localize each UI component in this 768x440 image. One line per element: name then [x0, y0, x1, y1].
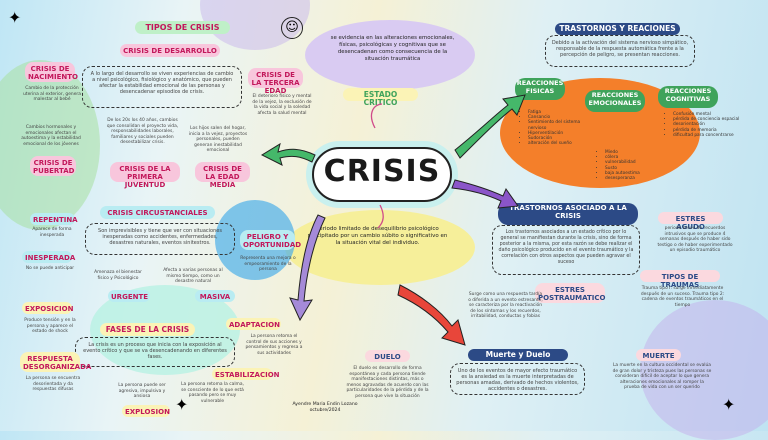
tipos-header: TIPOS DE CRISIS: [135, 21, 230, 34]
duelo-label: DUELO: [365, 350, 410, 362]
exposicion-label: EXPOSICION: [22, 302, 73, 314]
arrow-left-green: [260, 142, 316, 166]
bg-blob-green: [0, 60, 100, 230]
arrow-down-red: [397, 284, 466, 346]
reaction-item: Hiperventilación: [528, 131, 590, 136]
author-credit: Ayendre Maria Endin Lozano octubre/2024: [292, 402, 358, 413]
pubertad-text: Cambios hormonales y emocionales afectan…: [21, 125, 81, 147]
fisicas-label: REACCIONES FISICAS: [515, 78, 565, 100]
reaction-item: Confusión mental: [673, 112, 740, 117]
reaction-item: desorientación: [673, 122, 740, 127]
tercera-edad-label: CRISIS DE LA TERCERA EDAD: [248, 68, 303, 95]
fisicas-list: FatigaCansancioSentimiento del sistema n…: [520, 110, 590, 146]
peligro-label: PELIGRO Y OPORTUNIDAD: [240, 230, 301, 250]
edad-media-text: Los hijos salen del hogar, inicia a la v…: [188, 126, 248, 154]
trastornos-header: TRASTORNOS Y REACIONES: [555, 23, 680, 35]
explosion-text: La persona puede ser agresiva, impulsiva…: [118, 383, 166, 400]
estabilizacion-label: ESTABILIZACION: [212, 368, 280, 380]
estado-label: ESTADO CRITICO: [343, 88, 418, 107]
nacimiento-text: Cambio de la protección uterina al exter…: [23, 86, 81, 103]
reaction-item: cólera: [605, 155, 667, 160]
estabilizacion-text: La persona retoma la calma, se conscient…: [181, 382, 244, 404]
adaptacion-label: ADAPTACION: [226, 318, 281, 330]
repentina-text: Aparece de forma inesperada: [32, 227, 72, 238]
fases-label: FASES DE LA CRISIS: [100, 323, 195, 336]
postraumatico-label: ESTRES POSTRAUMATICO: [535, 283, 605, 303]
muerte-detail-text: La muerte en la cultura occidental se ev…: [612, 363, 712, 391]
desarrollo-label: CRISIS DE DESARROLLO: [120, 44, 220, 57]
crisis-center-shape: [312, 147, 452, 202]
respuesta-text: La persona se encuentra desorientada y d…: [25, 376, 81, 393]
reaction-item: desesperanza: [605, 176, 667, 181]
emocionales-label: REACCIONES EMOCIONALES: [585, 90, 645, 112]
circunstanciales-label: CRISIS CIRCUSTANCIALES: [100, 206, 215, 219]
muerte-text: Uno de los eventos de mayor efecto traum…: [450, 363, 585, 395]
edad-media-label: CRISIS DE LA EDAD MEDIA: [195, 162, 250, 189]
tipos-traumas-text: Trauma tipo I: surge inmediatamente desp…: [640, 286, 725, 308]
reaction-item: dificultad para concentrarse: [673, 133, 740, 138]
pubertad-label: CRISIS DE PUBERTAD: [30, 156, 76, 176]
reaction-item: Miedo: [605, 150, 667, 155]
sparkle-icon: ✦: [8, 8, 22, 27]
adaptacion-text: La persona retoma el control de sus acci…: [245, 334, 303, 356]
juventud-text: De los 20s los 40 años, cambios que cons…: [106, 118, 179, 146]
asociado-text: Los trastornos asociados a un estado crí…: [492, 225, 640, 275]
reaction-item: Sudoración: [528, 136, 590, 141]
urgente-label: URGENTE: [108, 290, 150, 302]
nacimiento-label: CRISIS DE NACIMIENTO: [25, 62, 78, 82]
inesperada-label: INESPERADA: [22, 251, 75, 263]
bg-blob-lavender: [305, 20, 475, 90]
peligro-text: Representa una mejora o empeoramiento de…: [240, 256, 296, 273]
fases-text: La crisis es un proceso que inicia con l…: [75, 337, 235, 367]
duelo-text: El duelo es desarrollo de forma espontán…: [346, 366, 429, 399]
reaction-item: pérdida de memoria: [673, 128, 740, 133]
crisis-title: CRISIS: [323, 154, 441, 189]
reaction-item: Fatiga: [528, 110, 590, 115]
estado-bottom-text: Periodo limitado de desequilibrio psicol…: [307, 226, 448, 246]
masiva-label: MASIVA: [195, 290, 235, 302]
muerte-header: Muerte y Duelo: [468, 349, 568, 361]
explosion-label: EXPLOSION: [122, 405, 170, 417]
asociado-header: TRASTORNOS ASOCIADO A LA CRISIS: [498, 203, 638, 225]
sparkle-icon: ✦: [722, 395, 736, 414]
masiva-text: Afecta a varias personas al mismo tiempo…: [163, 268, 223, 285]
cognitivas-list: Confusión mentalpérdida de conciencia es…: [665, 112, 740, 138]
reaction-item: alteración del sueño: [528, 141, 590, 146]
sparkle-icon: ✦: [175, 395, 189, 414]
cognitivas-label: REACCIONES COGNITIVAS: [658, 86, 718, 108]
exposicion-text: Produce tensión y en la persona y aparec…: [24, 318, 76, 335]
juventud-label: CRISIS DE LA PRIMERA JUVENTUD: [110, 162, 180, 189]
reaction-item: pérdida de conciencia espacial: [673, 117, 740, 122]
inesperada-text: No se puede anticipar: [25, 266, 75, 271]
urgente-text: Amenaza el bienestar físico y Psicológic…: [94, 270, 142, 281]
smiley-icon: ☺: [281, 17, 303, 39]
reaction-item: Susto: [605, 166, 667, 171]
agudo-label: ESTRES AGUDO: [658, 212, 723, 231]
trastornos-text: Debido a la activación del sistema nervi…: [545, 35, 695, 67]
estado-top-text: se evidencia en las alteraciones emocion…: [330, 35, 455, 62]
reaction-item: Cansancio: [528, 115, 590, 120]
repentina-label: REPENTINA: [30, 213, 78, 225]
tipos-traumas-label: TIPOS DE TRAUMAS: [640, 270, 720, 289]
circunstanciales-text: Son imprevisibles y tiene que ver con si…: [85, 223, 235, 255]
reaction-item: vulnerabilidad: [605, 160, 667, 165]
emocionales-list: MiedocóleravulnerabilidadSustobaja autoe…: [597, 150, 667, 181]
bg-blob-purple2: [640, 300, 768, 440]
bg-blob-yellow: [285, 210, 475, 285]
desarrollo-text: A lo largo del desarrollo se viven exper…: [82, 66, 242, 108]
respuesta-label: RESPUESTA DESORGANIZADA: [20, 352, 91, 372]
muerte-label: MUERTE: [636, 349, 681, 361]
tercera-edad-text: El deterioro físico y mental de la vejez…: [252, 94, 312, 116]
arrow-curl-pink: [370, 103, 383, 129]
reaction-item: Sentimiento del sistema nervioso: [528, 120, 590, 130]
postraumatico-text: Surge como una respuesta tardía o diferi…: [468, 292, 543, 320]
reaction-item: baja autoestima: [605, 171, 667, 176]
agudo-text: periodo breve de recuerdos intrusivos qu…: [657, 226, 733, 254]
